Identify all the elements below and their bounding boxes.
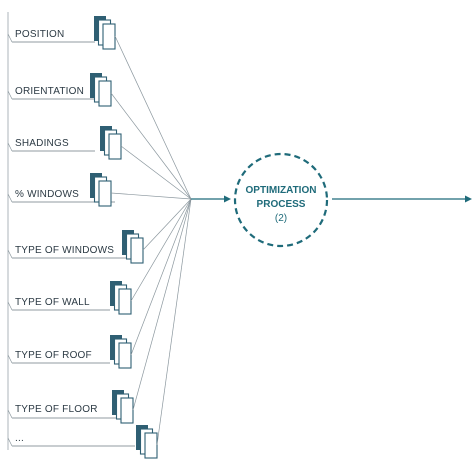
document-stack-icon [110, 281, 132, 315]
input-label: ... [15, 433, 24, 444]
input-list: POSITION ORIENTATION SHADINGS % WINDOWS TYPE… [7, 16, 192, 459]
document-stack-icon [136, 425, 158, 459]
document-stack-icon [110, 335, 132, 369]
input-arrow-head [224, 195, 231, 203]
connector-line [114, 35, 192, 200]
process-circle [233, 152, 329, 248]
bracket-tick [7, 33, 13, 43]
document-stack-icon [94, 16, 116, 50]
bracket-tick [7, 437, 13, 447]
input-item: ORIENTATION [7, 73, 192, 200]
document-stack-icon [100, 126, 122, 160]
input-item: TYPE OF ROOF [7, 198, 192, 369]
input-label: ORIENTATION [15, 86, 84, 97]
document-stack-icon [112, 390, 134, 424]
connector-line [130, 198, 192, 302]
connector-line [132, 198, 192, 411]
input-label: TYPE OF WALL [15, 297, 90, 308]
process-title-line2: PROCESS [257, 199, 306, 210]
input-label: TYPE OF WINDOWS [15, 245, 114, 256]
bracket-tick [7, 90, 13, 100]
bracket-tick [7, 142, 13, 152]
input-item: % WINDOWS [7, 173, 192, 207]
output-arrow-head [465, 195, 472, 203]
input-label: % WINDOWS [15, 189, 79, 200]
process-number: (2) [275, 213, 287, 224]
input-item: TYPE OF WINDOWS [7, 198, 192, 264]
document-stack-icon [90, 173, 112, 207]
document-stack-icon [122, 230, 144, 264]
connector-line [120, 145, 192, 200]
optimization-process: OPTIMIZATION PROCESS (2) [191, 152, 472, 248]
input-item: TYPE OF WALL [7, 198, 192, 315]
process-title-line1: OPTIMIZATION [246, 185, 317, 196]
connector-line [156, 198, 192, 446]
input-label: POSITION [15, 29, 64, 40]
input-label: SHADINGS [15, 138, 69, 149]
connector-line [110, 92, 192, 200]
bracket-tick [7, 409, 13, 419]
input-item: SHADINGS [7, 126, 192, 200]
input-item: POSITION [7, 16, 192, 200]
input-item: ... [7, 198, 192, 459]
input-label: TYPE OF ROOF [15, 350, 92, 361]
connector-line [130, 198, 192, 356]
bracket-tick [7, 249, 13, 259]
connector-line [142, 198, 192, 251]
bracket-tick [7, 354, 13, 364]
input-item: TYPE OF FLOOR [7, 198, 192, 424]
document-stack-icon [90, 73, 112, 107]
bracket-tick [7, 193, 13, 203]
connector-line [110, 192, 192, 200]
input-label: TYPE OF FLOOR [15, 404, 98, 415]
bracket-tick [7, 301, 13, 311]
